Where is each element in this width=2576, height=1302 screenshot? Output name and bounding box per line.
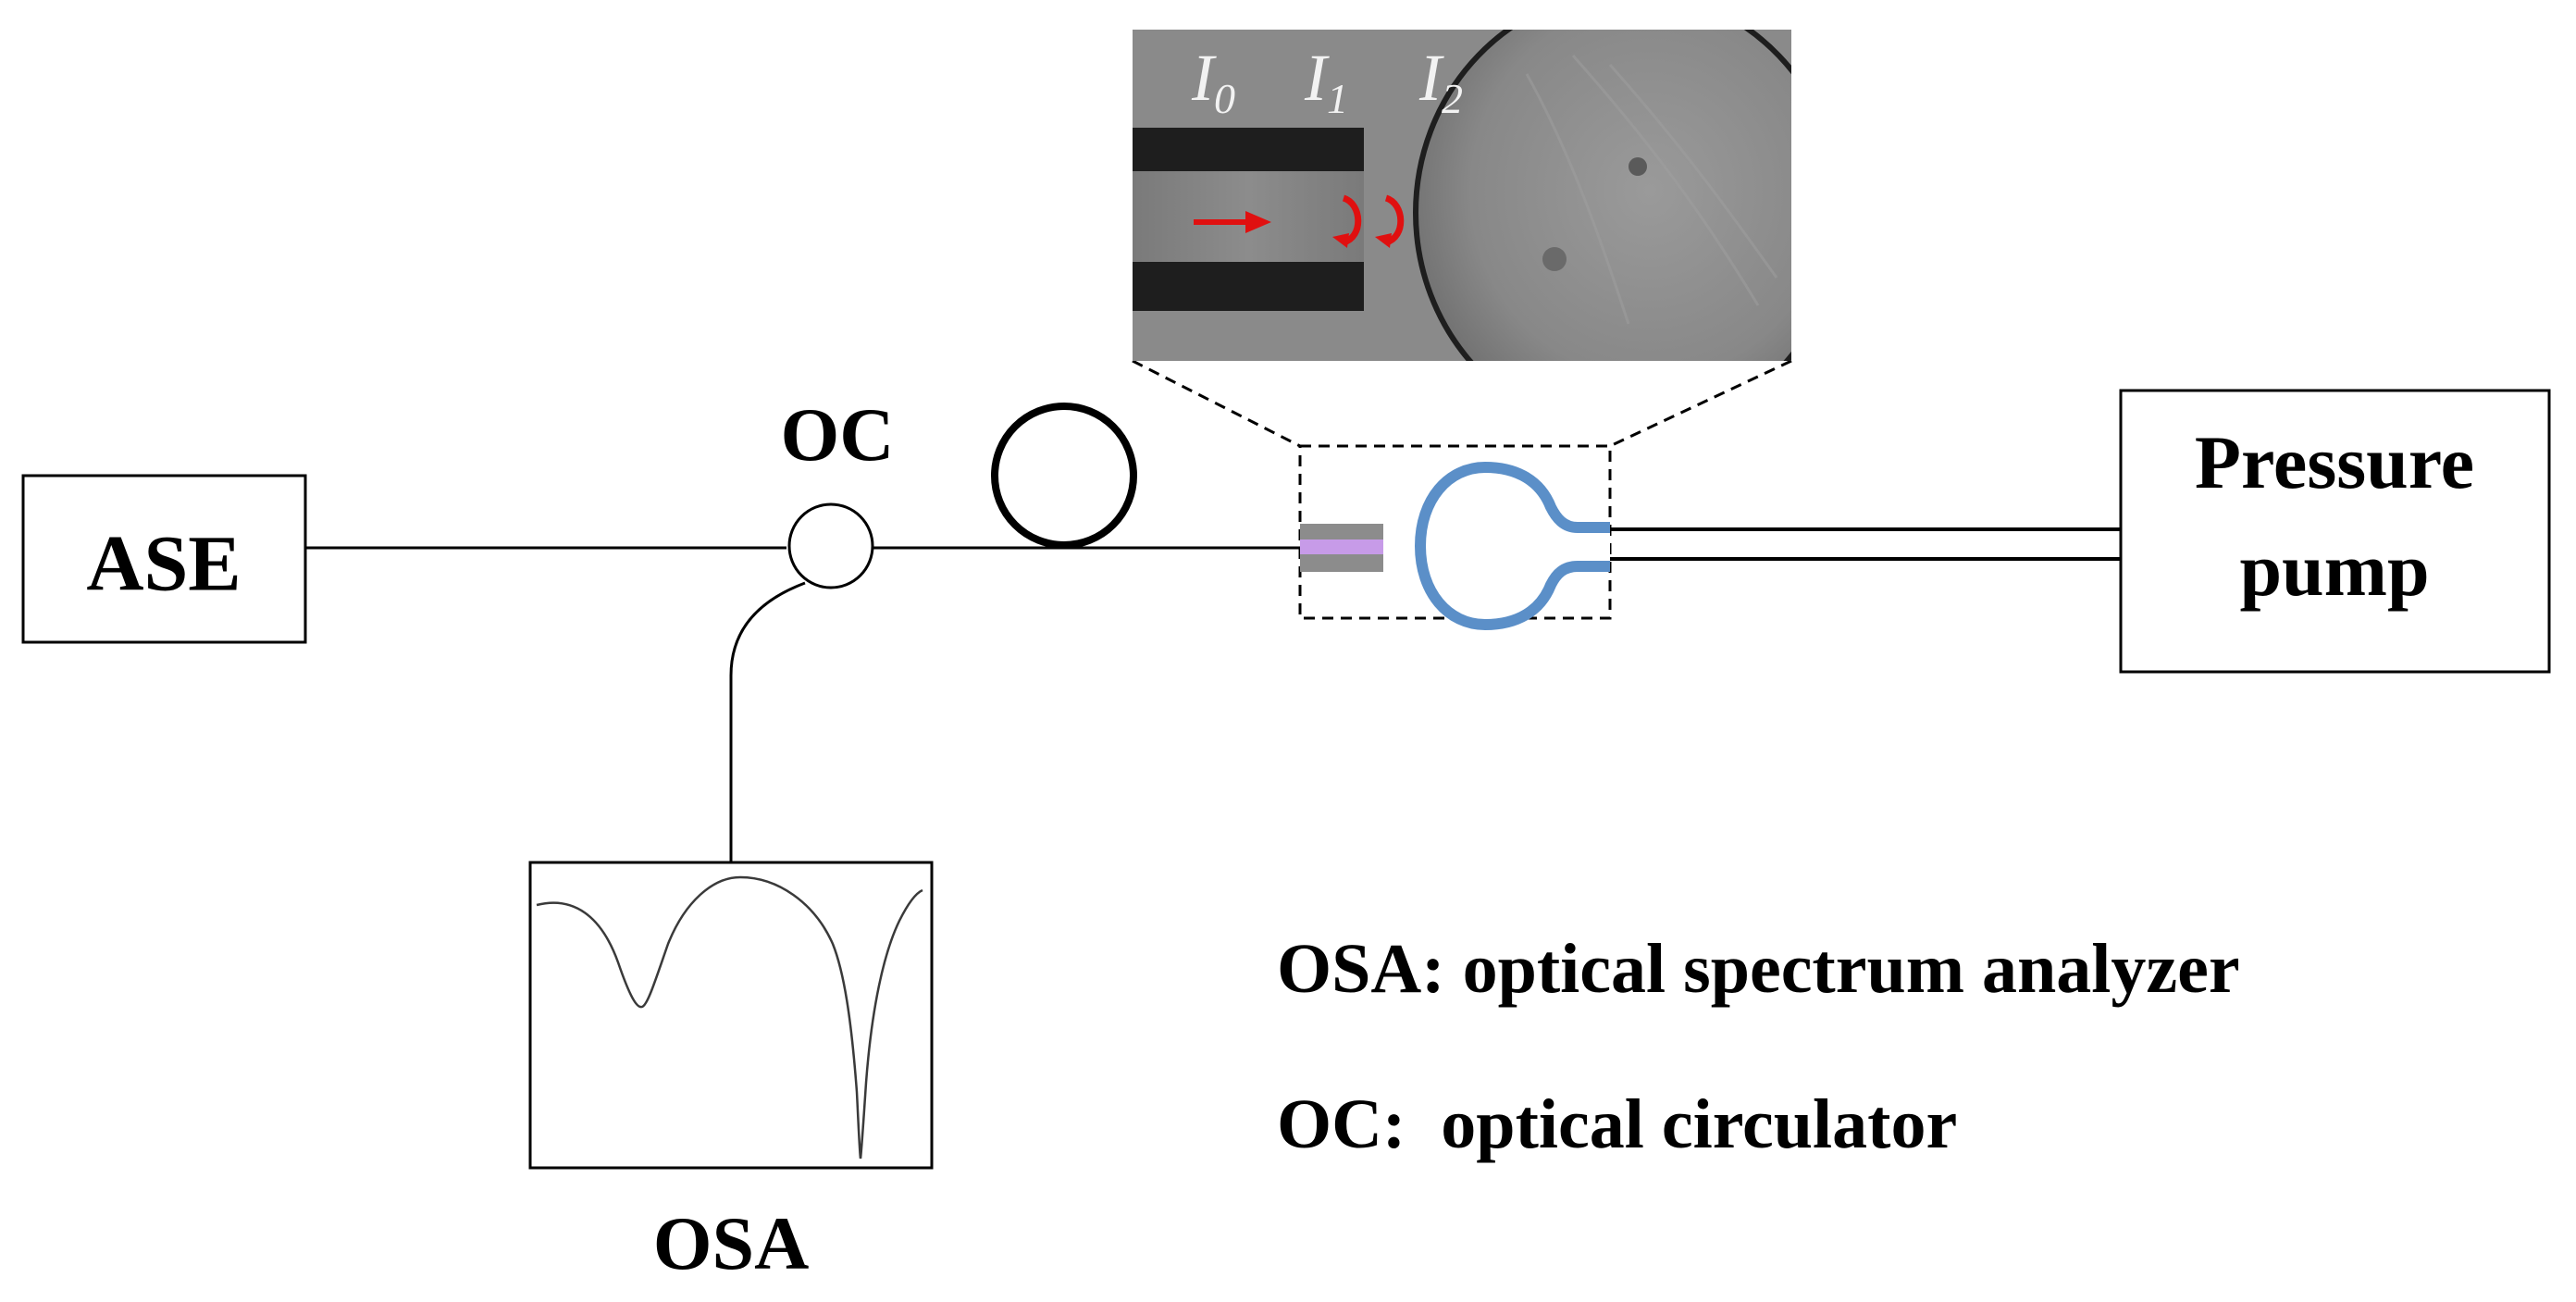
intensity-label-i2: I2 bbox=[1418, 41, 1463, 122]
inset-bubble-texture bbox=[1525, 55, 1778, 325]
pressure-pump-label-line2: pump bbox=[2239, 527, 2429, 612]
zoom-line-right bbox=[1609, 359, 1792, 448]
svg-text:I0: I0 bbox=[1191, 41, 1235, 122]
intensity-label-i0: I0 bbox=[1191, 41, 1235, 122]
legend: OSA: optical spectrum analyzer OC: optic… bbox=[1277, 930, 2240, 1163]
fiber-core bbox=[1300, 539, 1383, 554]
legend-oc: OC: optical circulator bbox=[1277, 1085, 1957, 1163]
sensor-head bbox=[1298, 444, 1612, 630]
svg-text:I1: I1 bbox=[1304, 41, 1348, 122]
svg-text:I2: I2 bbox=[1418, 41, 1463, 122]
inset-bubble bbox=[1413, 30, 1791, 361]
pressure-pump: Pressure pump bbox=[2119, 389, 2551, 674]
circulator-label: OC bbox=[781, 392, 895, 477]
pressure-pump-label-line1: Pressure bbox=[2195, 420, 2474, 504]
spectrum-trace bbox=[536, 875, 923, 1159]
pressure-pump-box bbox=[2119, 389, 2551, 674]
reflection-arrow-2-head bbox=[1375, 233, 1392, 248]
reflection-arrow-1 bbox=[1342, 194, 1362, 246]
circulator-symbol bbox=[787, 502, 874, 589]
analyzer-box bbox=[528, 861, 934, 1170]
ase-box bbox=[21, 474, 307, 644]
reflection-arrow-1-head bbox=[1332, 233, 1349, 248]
optical-spectrum-analyzer: OSA bbox=[528, 861, 934, 1285]
intensity-label-i1: I1 bbox=[1304, 41, 1348, 122]
microscope-inset: I0 I1 I2 bbox=[1133, 30, 1791, 361]
bubble-cavity bbox=[1415, 462, 1610, 630]
legend-osa: OSA: optical spectrum analyzer bbox=[1277, 930, 2240, 1008]
optical-circulator: OC bbox=[781, 392, 895, 589]
inset-bubble-spot bbox=[1629, 157, 1647, 176]
reflection-arrow-2 bbox=[1384, 194, 1405, 246]
inset-bubble-spot bbox=[1542, 247, 1567, 271]
fiber-circulator-to-analyzer bbox=[729, 581, 806, 862]
analyzer-label: OSA bbox=[653, 1201, 810, 1285]
incident-arrow-head bbox=[1245, 211, 1271, 233]
ase-label: ASE bbox=[86, 519, 241, 608]
ase-source: ASE bbox=[21, 474, 307, 644]
fiber-coil-icon bbox=[991, 403, 1137, 549]
zoom-line-left bbox=[1132, 359, 1301, 448]
